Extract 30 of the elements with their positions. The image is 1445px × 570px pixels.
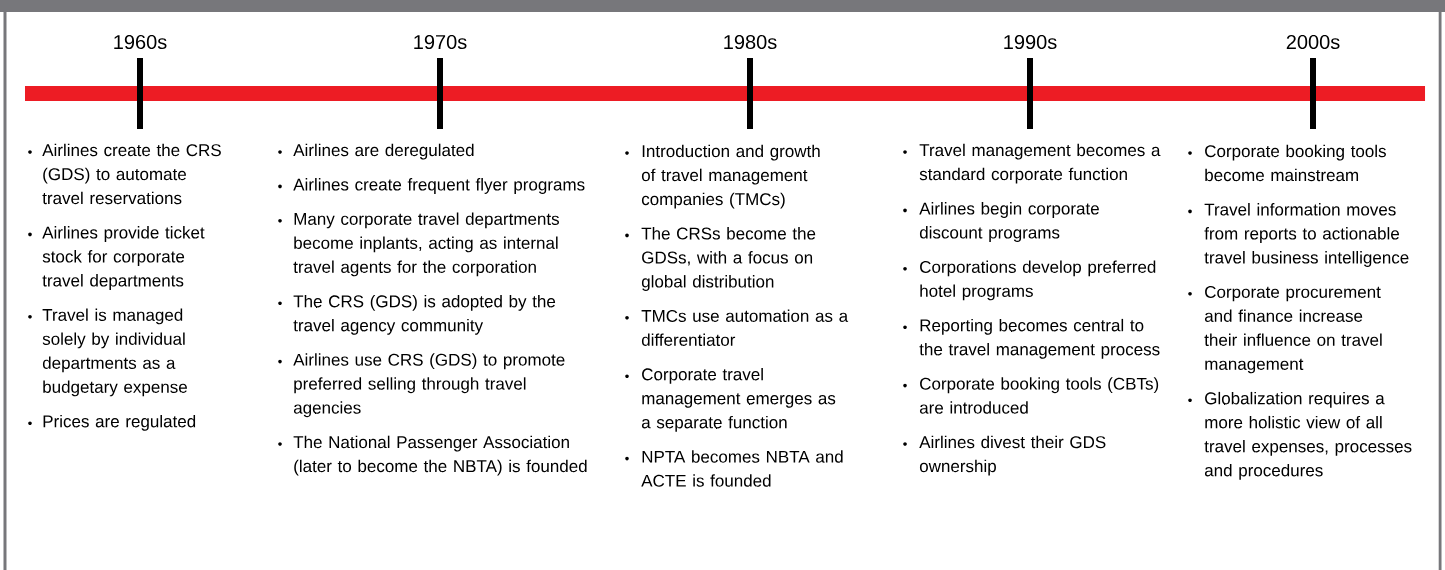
bullet-item: Corporate booking tools (CBTs) are introduced: [903, 377, 1159, 414]
bullet-item: NPTA becomes NBTA and ACTE is founded: [625, 450, 843, 487]
bullet-item: Airlines begin corporate discount programs: [903, 202, 1099, 242]
bullet-item: The CRS (GDS) is adopted by the travel agency community: [278, 294, 556, 335]
bullet-item: Globalization requires a more holistic view of all travel expenses, processes and procedures: [1188, 391, 1412, 480]
bullet-item: Prices are regulated: [28, 414, 196, 431]
bullet-item: Airlines create the CRS (GDS) to automate travel reservations: [28, 143, 221, 205]
bullet-item: Corporate procurement and finance increase their influence on travel management: [1188, 285, 1382, 374]
bullet-item: Corporate travel management emerges as a separate function: [625, 367, 836, 432]
decade-label: 1960s: [114, 34, 167, 50]
decade-label: 1970s: [414, 34, 467, 50]
bullet-item: Many corporate travel departments become inplants, acting as internal travel agents for the corporation: [278, 212, 559, 277]
bullet-item: Airlines create frequent flyer programs: [278, 178, 585, 194]
bullet-item: Reporting becomes central to the travel management process: [903, 318, 1160, 359]
bullet-item: Corporations develop preferred hotel programs: [903, 260, 1156, 301]
bullet-item: The National Passenger Association (later to become the NBTA) is founded: [278, 435, 587, 476]
decade-label: 1980s: [724, 34, 777, 50]
bullet-item: Travel management becomes a standard corporate function: [903, 143, 1161, 184]
bullet-item: TMCs use automation as a differentiator: [625, 309, 849, 346]
bullet-item: Airlines use CRS (GDS) to promote preferred selling through travel agencies: [278, 353, 565, 418]
bullet-item: Introduction and growth of travel management companies (TMCs): [625, 144, 820, 209]
decade-label: 2000s: [1286, 34, 1340, 50]
bullet-item: The CRSs become the GDSs, with a focus on global distribution: [625, 227, 816, 291]
decade-label: 1990s: [1004, 34, 1057, 50]
bullet-item: Airlines provide ticket stock for corporate travel departments: [28, 226, 205, 290]
bullet-item: Travel information moves from reports to actionable travel business intelligence: [1188, 203, 1409, 267]
bullet-item: Airlines are deregulated: [278, 143, 474, 160]
bullet-item: Travel is managed solely by individual departments as a budgetary expense: [28, 308, 187, 397]
bullet-item: Corporate booking tools become mainstream: [1188, 144, 1386, 182]
bullet-item: Airlines divest their GDS ownership: [903, 435, 1106, 476]
